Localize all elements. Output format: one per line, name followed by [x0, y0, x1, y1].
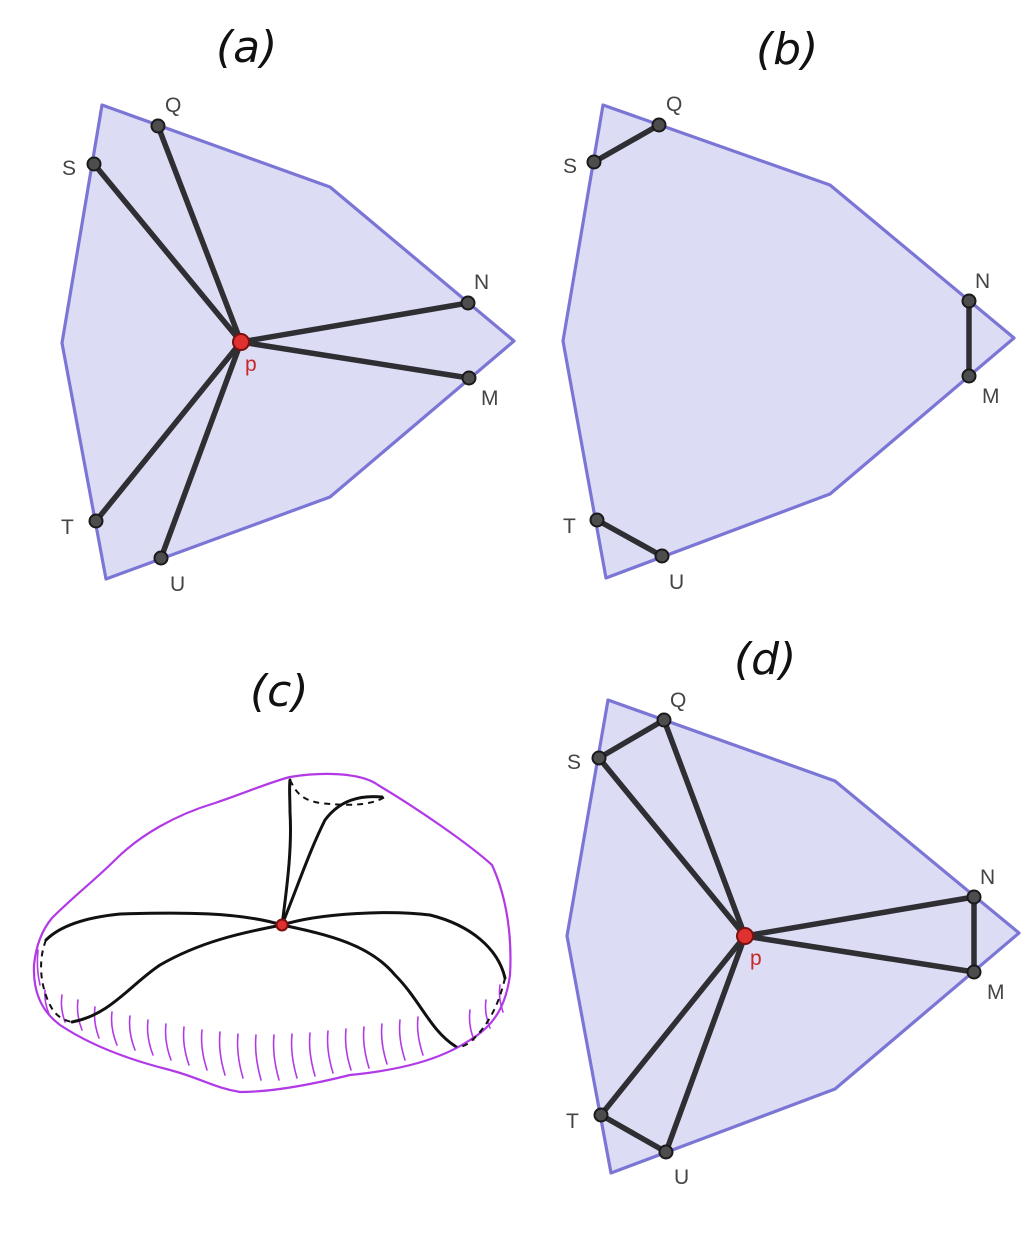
- label-t: T: [61, 516, 74, 539]
- center-point-p: [232, 333, 250, 351]
- edges-d: [596, 717, 977, 1155]
- panel-a-title: (a): [216, 22, 277, 73]
- vertex-n: [961, 293, 977, 309]
- edge-p-u: [663, 933, 748, 1155]
- label-q: Q: [165, 94, 181, 117]
- label-u: U: [674, 1166, 689, 1189]
- vertex-s: [86, 156, 102, 172]
- vertex-s: [586, 154, 602, 170]
- label-m: M: [987, 981, 1005, 1004]
- sketch-hidden-top: [289, 779, 386, 806]
- vertex-m: [961, 368, 977, 384]
- edge-p-u: [158, 339, 244, 561]
- sketch-curve-p-lowerright: [280, 923, 457, 1048]
- polygon-b: [561, 103, 1016, 580]
- sketch-curve-p-lowerleft: [70, 923, 284, 1024]
- center-point-p: [736, 927, 754, 945]
- vertex-q: [150, 118, 166, 134]
- vertex-q: [651, 117, 667, 133]
- sketch-hatching: [36, 949, 504, 1081]
- vertex-t: [593, 1107, 609, 1123]
- panel-d: (d) Q S N M T U p: [565, 634, 1021, 1189]
- sketch-curves: [40, 778, 507, 1048]
- label-q: Q: [670, 689, 686, 712]
- label-n: N: [975, 270, 990, 293]
- edge-p-m: [742, 933, 977, 975]
- vertex-m: [461, 370, 477, 386]
- label-m: M: [481, 387, 499, 410]
- vertex-u: [658, 1144, 674, 1160]
- polygon-a: [60, 103, 516, 581]
- vertex-t: [589, 512, 605, 528]
- vertex-n: [460, 295, 476, 311]
- panel-b-title: (b): [756, 24, 818, 75]
- edges-b: [591, 122, 972, 559]
- sketch-curve-p-right: [280, 911, 507, 980]
- vertex-u: [654, 548, 670, 564]
- vertex-m: [966, 964, 982, 980]
- edge-p-q: [155, 123, 244, 345]
- edge-p-n: [238, 300, 471, 345]
- edge-p-m: [238, 339, 472, 381]
- panel-c-title: (c): [250, 666, 309, 717]
- label-p: p: [750, 947, 762, 970]
- label-u: U: [170, 573, 185, 596]
- label-s: S: [567, 751, 581, 774]
- label-s: S: [62, 157, 76, 180]
- panel-d-title: (d): [734, 634, 796, 685]
- label-u: U: [669, 571, 684, 594]
- edge-p-s: [91, 161, 244, 345]
- vertex-n: [966, 889, 982, 905]
- label-s: S: [563, 155, 577, 178]
- vertex-q: [656, 712, 672, 728]
- sketch-curve-p-q: [280, 778, 293, 927]
- label-n: N: [474, 271, 489, 294]
- sketch-curve-p-left: [44, 911, 284, 942]
- edge-t-u: [598, 1112, 669, 1155]
- label-t: T: [566, 1110, 579, 1133]
- polygon-d: [565, 698, 1021, 1175]
- label-m: M: [982, 385, 1000, 408]
- edges-a: [91, 123, 472, 561]
- edge-t-u: [594, 517, 665, 559]
- label-n: N: [980, 866, 995, 889]
- edge-p-q: [661, 717, 748, 939]
- edge-p-t: [93, 339, 244, 524]
- sketch-outline: [32, 772, 512, 1094]
- vertex-t: [88, 513, 104, 529]
- label-p: p: [245, 353, 257, 376]
- label-q: Q: [666, 93, 682, 116]
- edge-q-s: [596, 717, 667, 761]
- panel-b: (b) Q S N M T U: [561, 24, 1016, 594]
- sketch-center-point: [275, 918, 289, 932]
- sketch-hidden-left: [40, 939, 73, 1023]
- edge-p-n: [742, 894, 977, 939]
- vertex-u: [153, 550, 169, 566]
- vertex-s: [591, 750, 607, 766]
- label-t: T: [563, 515, 576, 538]
- edge-p-s: [596, 755, 748, 939]
- panel-a: (a) Q S N M T U p: [60, 22, 516, 596]
- edge-q-s: [591, 122, 662, 165]
- edge-p-t: [598, 933, 748, 1118]
- sketch-curve-p-s: [280, 795, 384, 927]
- panel-c: (c): [32, 666, 512, 1094]
